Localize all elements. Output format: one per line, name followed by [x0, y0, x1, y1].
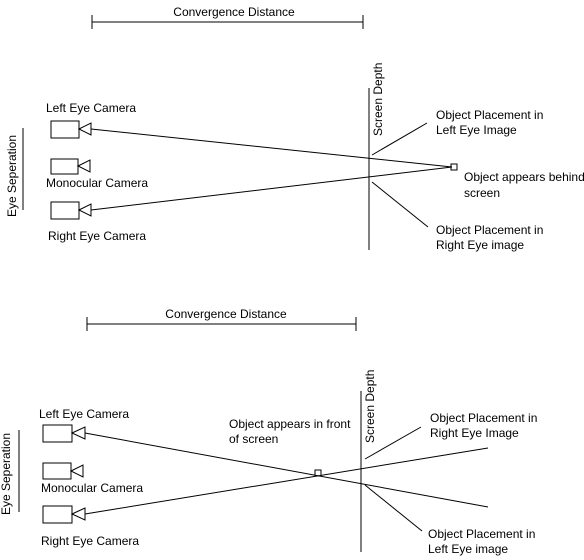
bottom-object-marker-icon	[314, 469, 322, 477]
bottom-placement-upper-pointer	[364, 426, 422, 460]
top-mono-camera-icon	[50, 158, 91, 175]
bottom-screen-depth-label: Screen Depth	[363, 370, 377, 443]
bottom-right-camera-icon	[42, 505, 86, 524]
bottom-object-label-1: Object appears in front	[229, 417, 351, 431]
top-placement-right-pointer	[371, 181, 429, 228]
top-left-camera-label: Left Eye Camera	[46, 101, 136, 115]
top-left-camera-icon	[50, 120, 92, 139]
top-object-marker-icon	[450, 163, 458, 171]
bottom-left-sight-line	[84, 432, 489, 508]
top-placement-left-label-1: Object Placement in	[436, 108, 543, 122]
top-diagram: Convergence Distance Eye Seperation Left…	[5, 5, 584, 252]
bottom-left-camera-icon	[42, 424, 86, 443]
top-object-label-2: screen	[464, 186, 500, 200]
bottom-object-label-2: of screen	[229, 432, 278, 446]
top-right-camera-label: Right Eye Camera	[48, 229, 146, 243]
top-convergence-label: Convergence Distance	[173, 5, 295, 19]
bottom-eye-separation-label: Eye Seperation	[0, 433, 13, 515]
bottom-placement-upper-label-2: Right Eye Image	[430, 426, 519, 440]
top-convergence-bracket	[91, 15, 364, 29]
bottom-convergence-label: Convergence Distance	[165, 307, 287, 321]
bottom-right-camera-label: Right Eye Camera	[41, 534, 139, 548]
top-screen-depth-label: Screen Depth	[371, 63, 385, 136]
bottom-placement-lower-label-1: Object Placement in	[428, 527, 535, 541]
top-left-sight-line	[90, 128, 453, 168]
bottom-right-sight-line	[84, 447, 489, 515]
bottom-placement-lower-pointer	[364, 484, 423, 532]
bottom-diagram: Convergence Distance Eye Seperation Left…	[0, 307, 537, 556]
bottom-mono-camera-label: Monocular Camera	[41, 481, 143, 495]
bottom-convergence-bracket	[86, 317, 357, 331]
top-right-sight-line	[90, 166, 453, 211]
top-right-camera-icon	[50, 201, 92, 220]
top-placement-right-label-2: Right Eye image	[436, 238, 524, 252]
bottom-left-camera-label: Left Eye Camera	[39, 407, 129, 421]
top-object-label-1: Object appears behind	[464, 170, 584, 184]
top-placement-right-label-1: Object Placement in	[436, 223, 543, 237]
bottom-mono-camera-icon	[42, 462, 84, 480]
top-placement-left-pointer	[371, 122, 428, 156]
top-eye-separation-label: Eye Seperation	[5, 135, 19, 217]
bottom-placement-lower-label-2: Left Eye image	[428, 542, 508, 556]
top-mono-camera-label: Monocular Camera	[46, 176, 148, 190]
bottom-placement-upper-label-1: Object Placement in	[430, 411, 537, 425]
top-placement-left-label-2: Left Eye Image	[436, 123, 517, 137]
